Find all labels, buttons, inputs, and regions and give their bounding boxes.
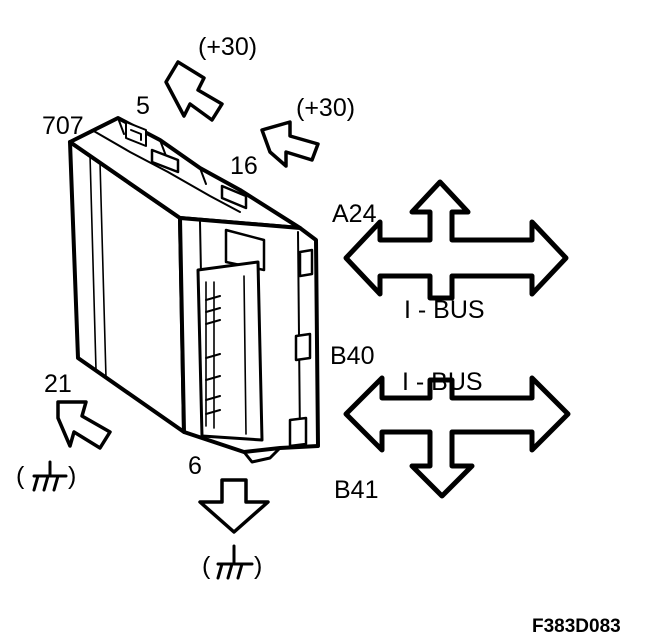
pin-16-supply-label: (+30) xyxy=(296,94,355,122)
pin-6-label: 6 xyxy=(188,452,202,480)
hollow-arrow-icon xyxy=(56,400,112,450)
top-tab-right xyxy=(220,184,248,210)
ground-symbol-icon: ( ) xyxy=(16,460,76,492)
pin-16-label: 16 xyxy=(230,152,258,180)
hollow-arrow-icon xyxy=(164,60,224,122)
module-upper-recess xyxy=(224,228,266,272)
top-tab-middle xyxy=(150,148,180,174)
connector-pins xyxy=(205,295,221,415)
four-way-arrow-icon xyxy=(343,179,569,301)
module-top-ridge xyxy=(91,129,241,213)
pin-21-label: 21 xyxy=(44,370,72,398)
four-way-arrow-icon xyxy=(343,375,571,499)
bus-lower-label: I - BUS xyxy=(402,368,483,396)
svg-text:(: ( xyxy=(202,552,211,580)
side-tab-lower xyxy=(288,416,308,448)
pin-5-supply-label: (+30) xyxy=(198,33,257,61)
side-tab-upper xyxy=(298,248,314,278)
ground-symbol-icon: ( ) xyxy=(202,544,262,580)
control-module xyxy=(68,116,320,464)
pin-a24-label: A24 xyxy=(332,200,377,228)
module-top-steps xyxy=(117,117,207,185)
bus-upper-label: I - BUS xyxy=(404,296,485,324)
hollow-arrow-icon xyxy=(260,120,320,168)
figure-code-label: F383D083 xyxy=(532,616,621,637)
side-tab-middle xyxy=(294,332,312,362)
module-front-lines xyxy=(89,154,107,379)
hollow-arrow-icon xyxy=(198,478,270,534)
svg-text:): ) xyxy=(254,552,262,580)
pin-5-label: 5 xyxy=(136,92,150,120)
top-tab-mark xyxy=(130,129,142,141)
pin-707-label: 707 xyxy=(42,112,84,140)
module-foot xyxy=(242,446,282,464)
svg-text:(: ( xyxy=(16,462,25,490)
pin-b40-label: B40 xyxy=(330,342,374,370)
pin-b41-label: B41 xyxy=(334,476,378,504)
svg-text:): ) xyxy=(68,462,76,490)
